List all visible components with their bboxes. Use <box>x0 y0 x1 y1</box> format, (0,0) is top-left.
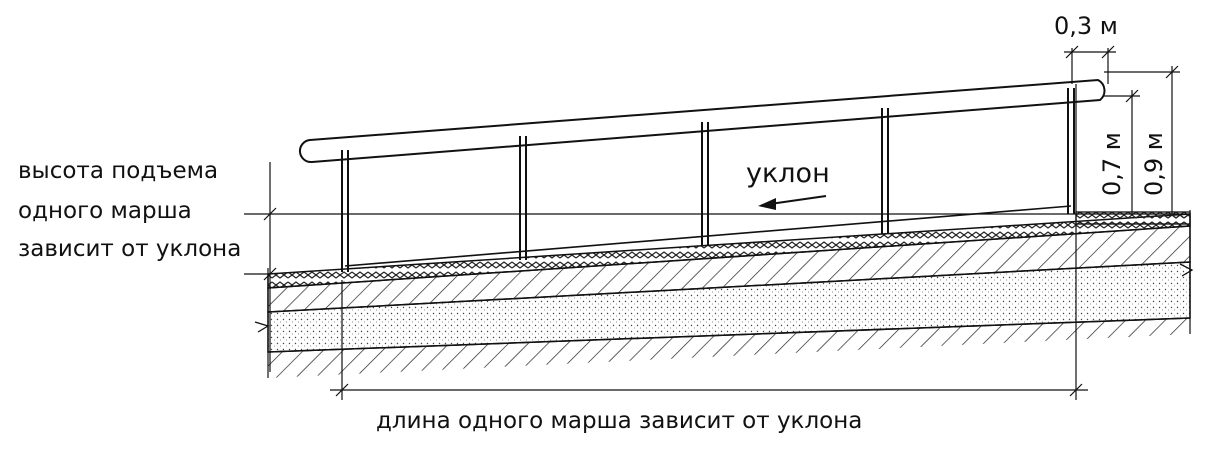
handrail-rail <box>298 78 1106 164</box>
ground-layers <box>254 210 1194 378</box>
rise-label-line-2: одного марша <box>18 198 192 224</box>
ground-hatch <box>268 318 1190 378</box>
slope-arrow <box>758 195 827 210</box>
rise-label-line-1: высота подъема <box>18 158 219 184</box>
height-low-label: 0,7 м <box>1098 132 1126 196</box>
offset-label: 0,3 м <box>1054 12 1118 40</box>
slope-label: уклон <box>746 158 830 189</box>
handrail <box>298 78 1106 272</box>
dimension-lines <box>244 45 1190 400</box>
rise-label-line-3: зависит от уклона <box>18 236 242 262</box>
length-label: длина одного марша зависит от уклона <box>376 408 863 434</box>
height-high-label: 0,9 м <box>1140 132 1168 196</box>
lower-rail <box>344 205 1072 267</box>
